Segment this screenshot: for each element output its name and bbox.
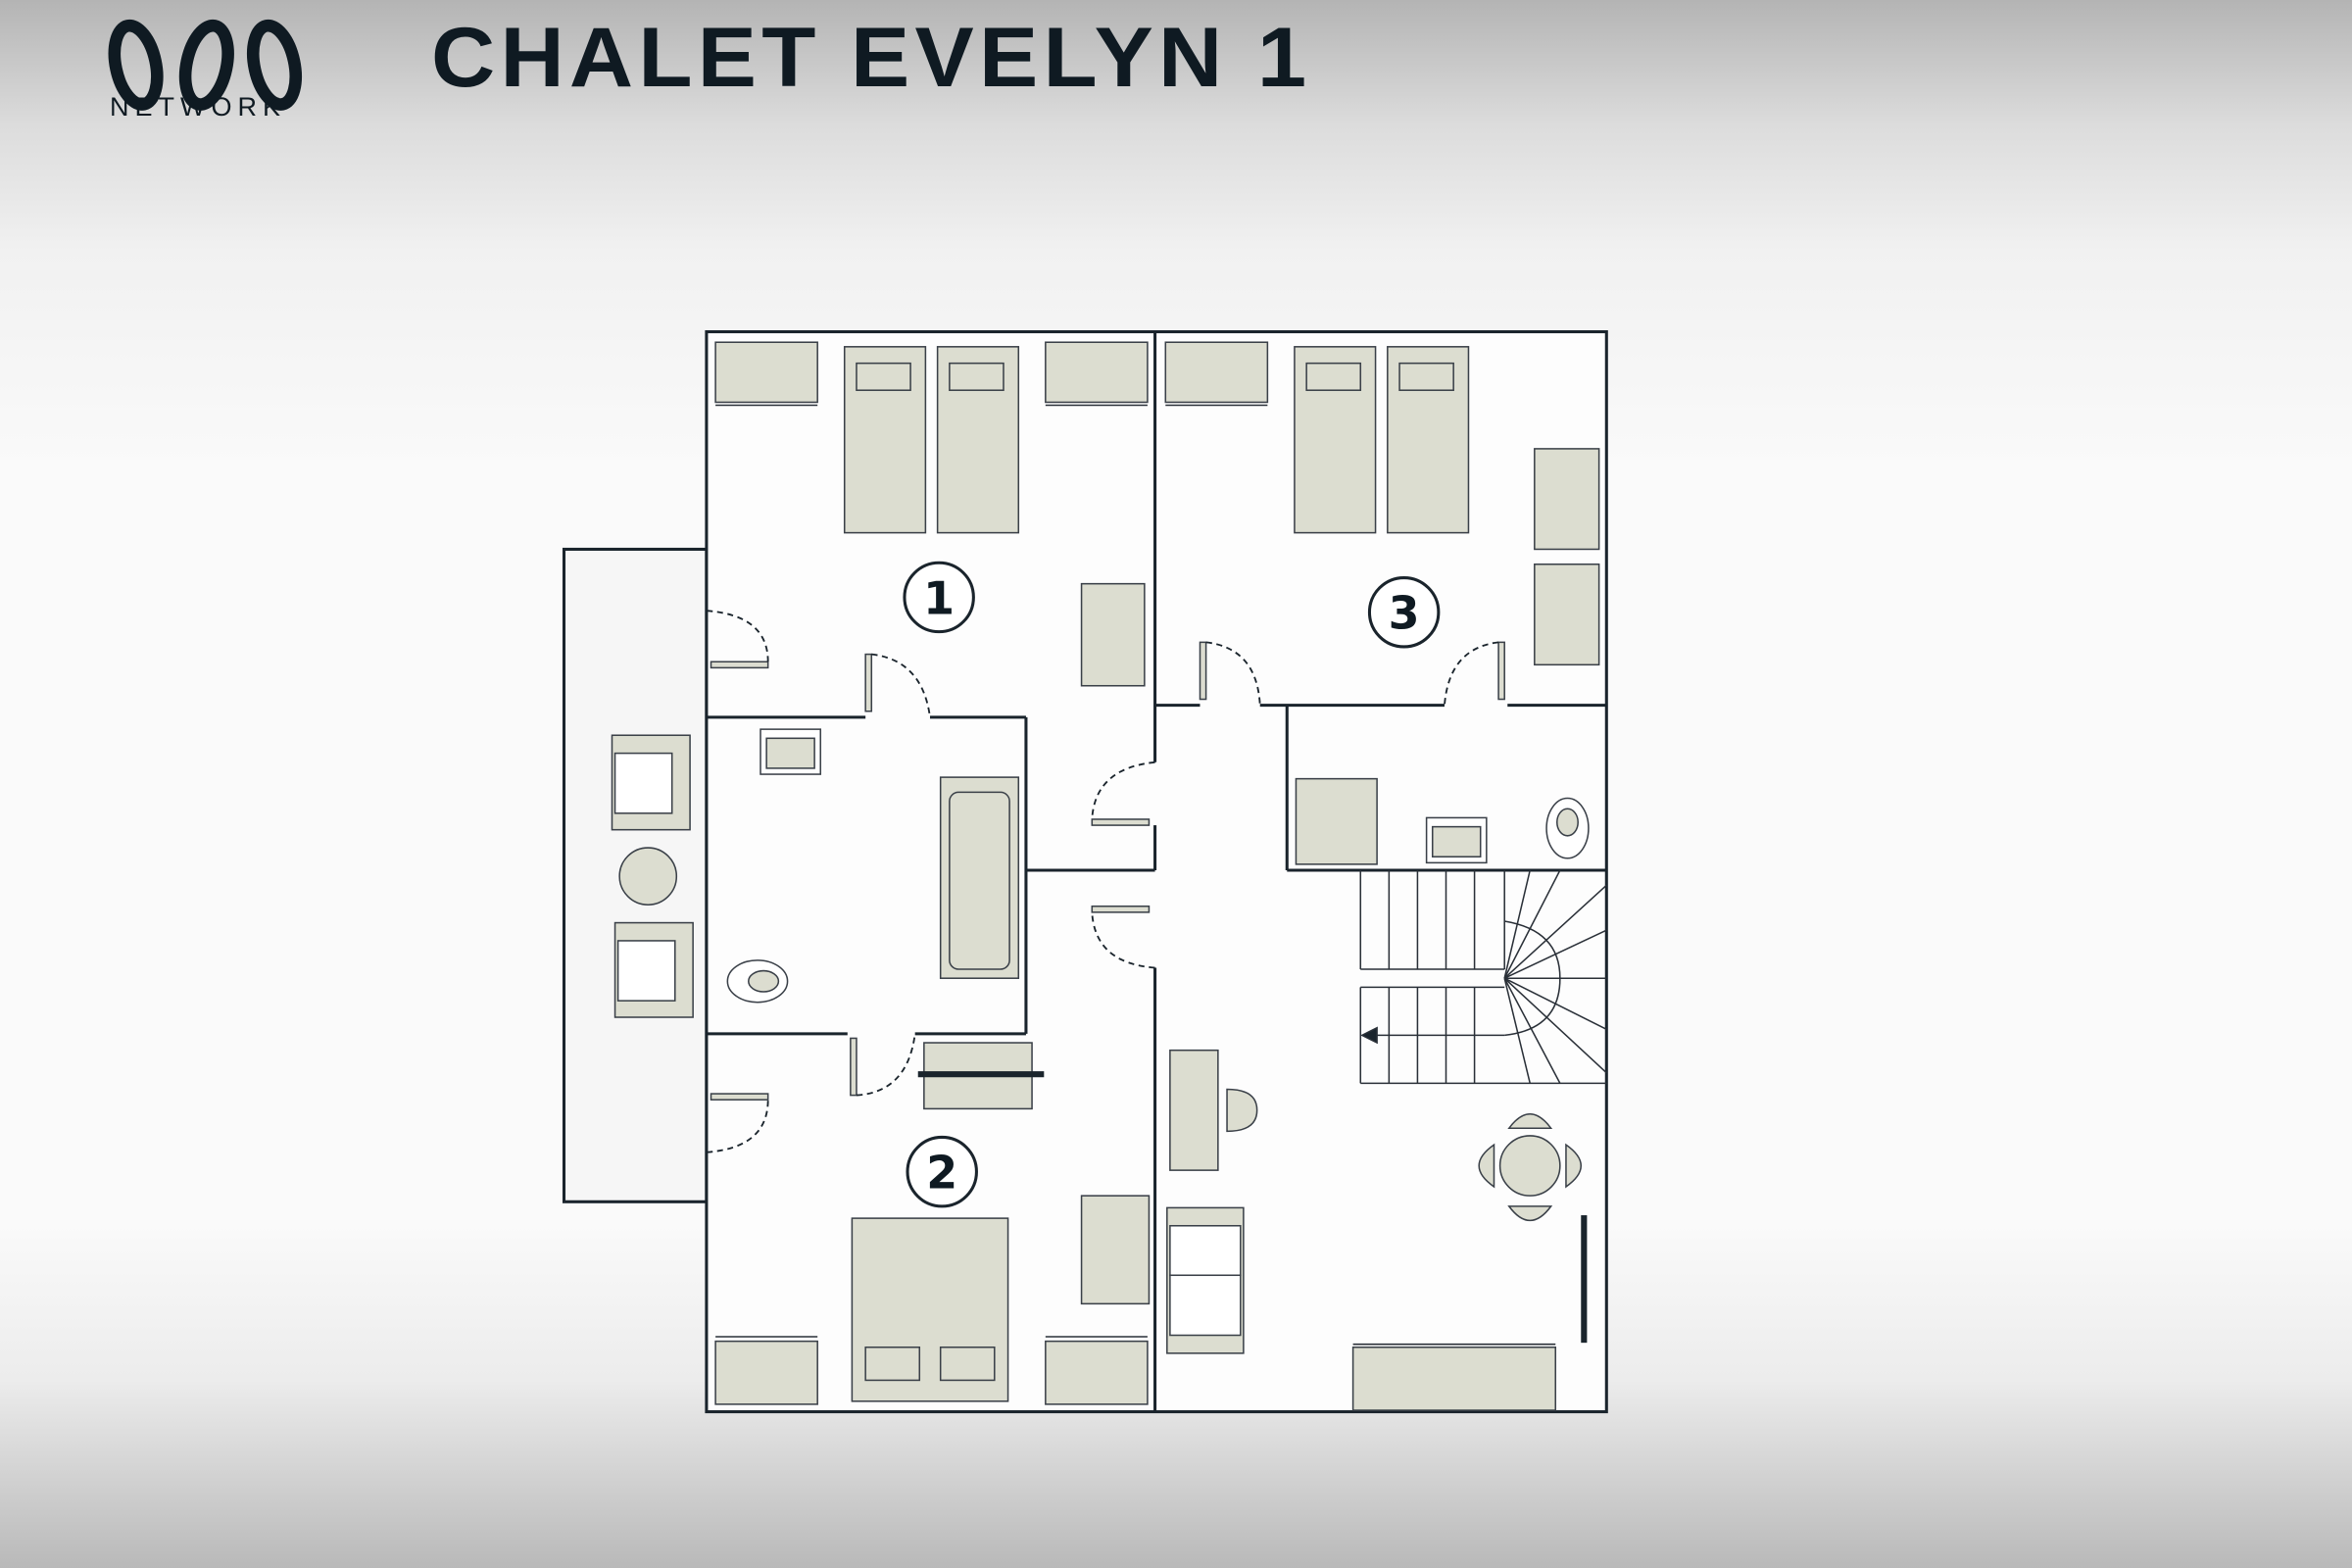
page-title: CHALET EVELYN 1 (431, 11, 1312, 105)
svg-text:2: 2 (926, 1147, 957, 1200)
brand-logo-text: NETWORK (110, 92, 286, 122)
svg-text:1: 1 (923, 571, 955, 624)
bathroom-fixtures (726, 728, 1590, 1004)
interior-walls (706, 331, 1607, 1412)
svg-text:3: 3 (1389, 587, 1420, 640)
staircase (1359, 869, 1607, 1085)
doors (706, 610, 1505, 1153)
brand-logo (108, 19, 302, 111)
room-label-1: 1 (903, 561, 975, 634)
room-label-3: 3 (1367, 576, 1441, 649)
room-label-2: 2 (906, 1135, 978, 1208)
furniture (611, 734, 1588, 1354)
beds (843, 346, 1470, 1402)
wardrobes (714, 341, 1600, 1411)
